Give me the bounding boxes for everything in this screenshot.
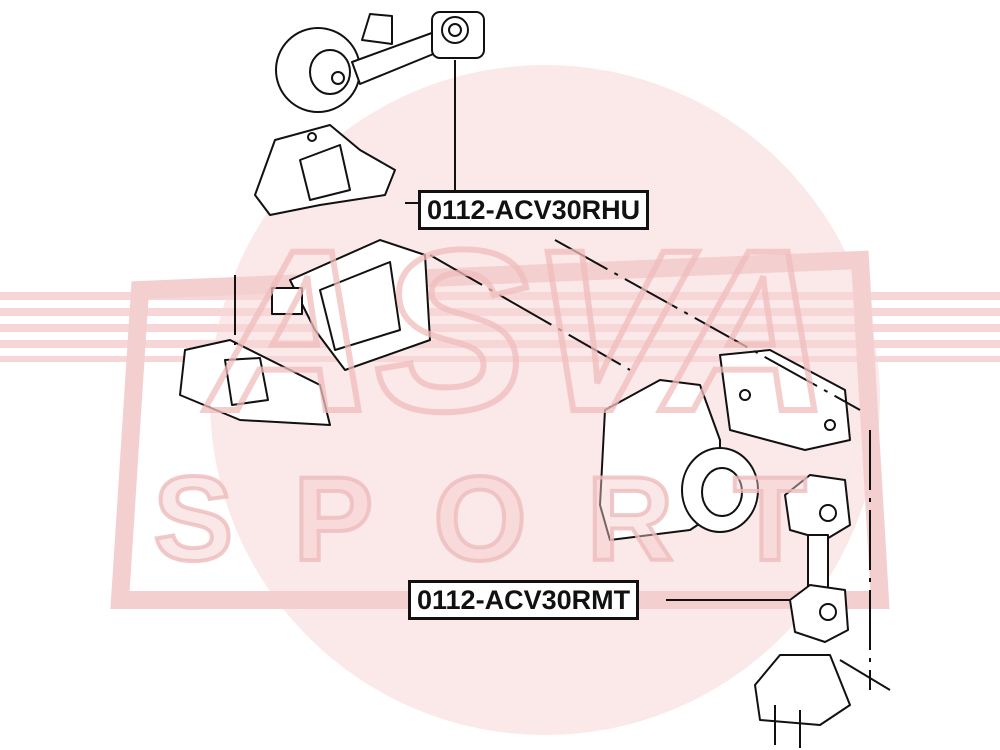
assembly-centerlines (234, 239, 891, 691)
watermark-background (0, 65, 1000, 735)
part-number-callout-rhu[interactable]: 0112-ACV30RHU (418, 190, 650, 230)
engine-mount-part (271, 239, 431, 371)
leader-lines (405, 60, 790, 601)
upper-bracket-part (254, 124, 396, 216)
lower-bracket-part (599, 349, 851, 541)
upper-torque-rod-part (275, 11, 485, 113)
transmission-mount-part (179, 339, 331, 426)
part-number-callout-rmt[interactable]: 0112-ACV30RMT (408, 580, 640, 620)
lower-torque-rod-part (754, 474, 851, 748)
